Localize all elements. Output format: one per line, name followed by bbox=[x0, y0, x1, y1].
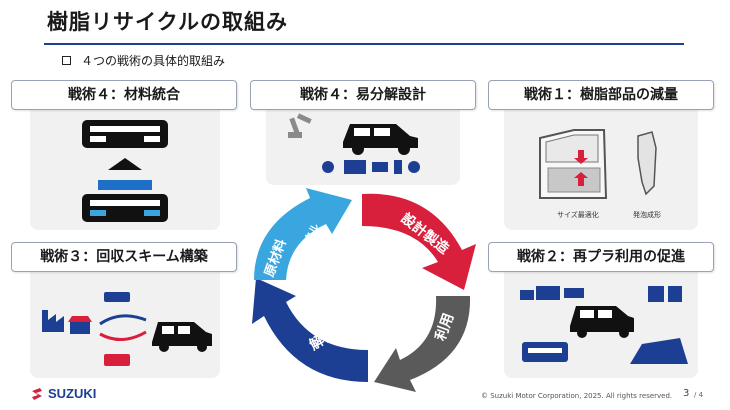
shop-icon bbox=[68, 316, 92, 334]
caption-foam-molding: 発泡成形 bbox=[633, 211, 661, 219]
page-total: / 4 bbox=[694, 391, 704, 399]
suzuki-s-icon bbox=[32, 387, 42, 400]
robot-arm-icon bbox=[288, 113, 312, 138]
cycle-arrow-use bbox=[374, 296, 471, 392]
square-bullet-icon bbox=[62, 56, 71, 65]
caption-size-optimization: サイズ最適化 bbox=[557, 211, 599, 219]
page-title: 樹脂リサイクルの取組み bbox=[47, 10, 288, 34]
page-number: 3 bbox=[683, 388, 690, 399]
bumper-integration-illustration bbox=[82, 120, 168, 222]
factory-icon bbox=[42, 310, 64, 332]
parts-icon bbox=[322, 160, 420, 174]
bumper-red-icon bbox=[104, 354, 130, 366]
car-icon bbox=[570, 306, 634, 338]
car-icon bbox=[152, 322, 212, 352]
subtitle-text: ４つの戦術の具体的取組み bbox=[81, 54, 226, 68]
resin-reduction-illustration bbox=[539, 129, 657, 199]
collection-scheme-illustration bbox=[42, 292, 212, 366]
strategy-label-reuse: 戦術２：再プラ利用の促進 bbox=[488, 242, 714, 272]
subtitle: ４つの戦術の具体的取組み bbox=[62, 52, 225, 69]
car-icon bbox=[343, 124, 418, 155]
cycle-arrow-recycle bbox=[254, 188, 352, 280]
brand-name: SUZUKI bbox=[48, 386, 97, 401]
disassembly-illustration bbox=[288, 113, 420, 174]
suzuki-logo: SUZUKI bbox=[30, 386, 96, 401]
bumper-icon bbox=[104, 292, 130, 302]
recycled-plastic-illustration bbox=[520, 286, 688, 364]
strategy-label-reduction: 戦術１：樹脂部品の減量 bbox=[488, 80, 714, 110]
cycle-arrow-design bbox=[362, 193, 476, 290]
copyright-text: © Suzuki Motor Corporation, 2025. All ri… bbox=[481, 392, 673, 400]
title-divider bbox=[44, 43, 684, 45]
strategy-label-disassembly: 戦術４：易分解設計 bbox=[250, 80, 476, 110]
strategy-label-collection: 戦術３：回収スキーム構築 bbox=[11, 242, 237, 272]
cycle-arrow-dismantling bbox=[252, 278, 368, 382]
recycling-cycle-diagram: 設計製造 利用 解体 原材料 リサイクル bbox=[252, 188, 476, 392]
strategy-label-material: 戦術４：材料統合 bbox=[11, 80, 237, 110]
